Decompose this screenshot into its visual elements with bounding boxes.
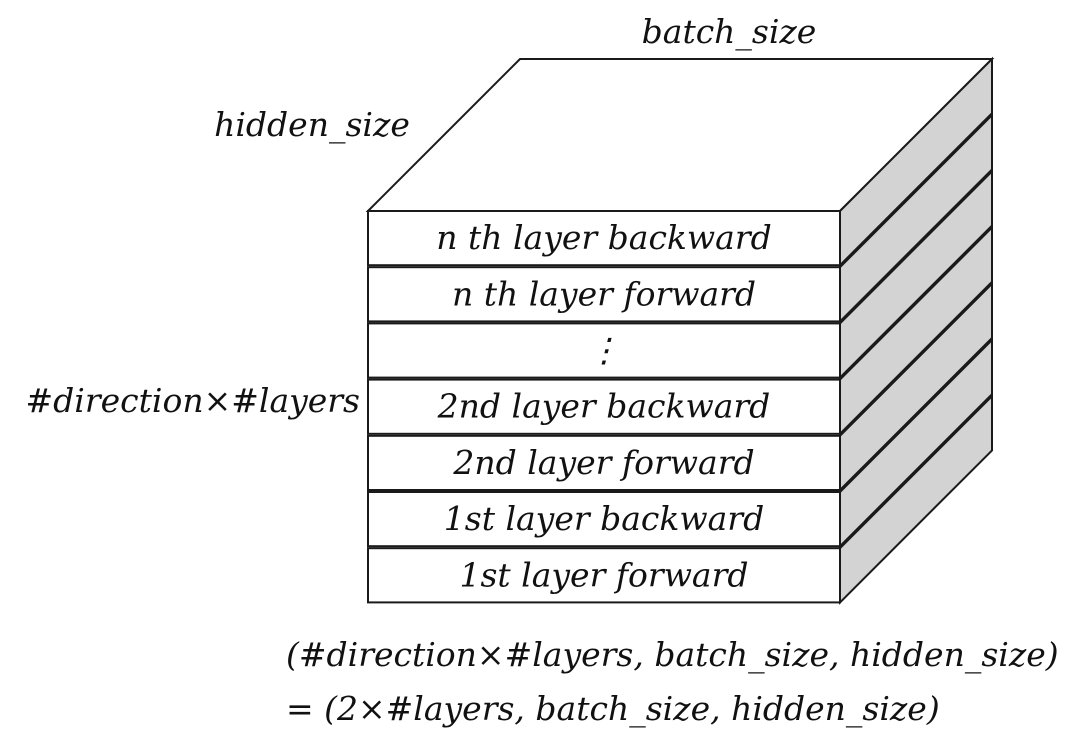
layer-label: ⋮ [588,331,621,370]
layer-box [367,322,841,379]
shape-formula-line-1: (#direction×#layers, batch_size, hidden_… [286,635,1059,675]
layer-box [367,210,841,267]
layer-label: n th layer forward [452,274,756,313]
layer-box [367,378,841,435]
hidden-size-label: hidden_size [214,105,410,145]
layer-label: 1st layer forward [459,555,748,594]
layer-box [367,266,841,323]
layer-label: 1st layer backward [444,499,764,538]
layer-stack: n th layer backward n th layer forward ⋮ 2n… [367,210,841,604]
batch-size-label: batch_size [642,12,817,52]
depth-label: #direction×#layers [26,381,360,420]
shape-formula-line-2: = (2×#layers, batch_size, hidden_size) [286,689,940,729]
layer-label: 2nd layer forward [452,443,754,482]
layer-box [367,547,841,604]
layer-label: 2nd layer backward [437,387,771,426]
layer-box [367,434,841,491]
layer-label: n th layer backward [436,218,772,257]
layer-box [367,491,841,548]
